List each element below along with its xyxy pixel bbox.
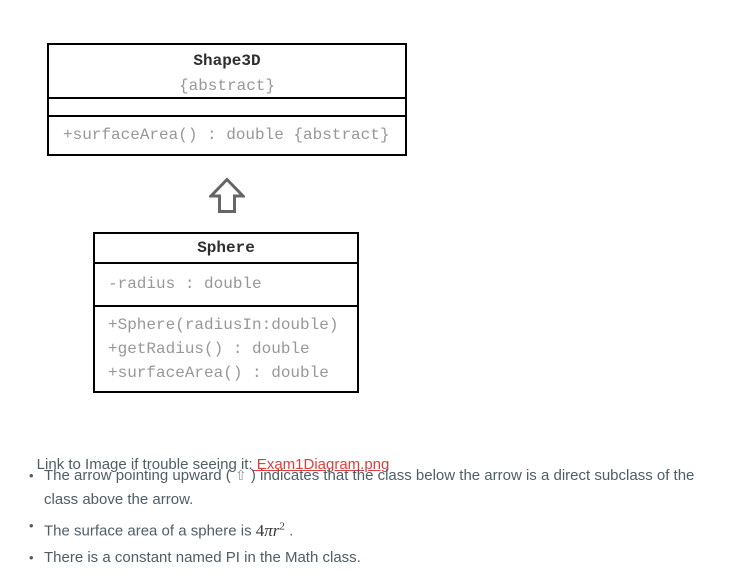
note-pi-text: There is a constant named PI in the Math… [44,548,361,566]
class-box-sphere: Sphere -radius : double +Sphere(radiusIn… [93,232,359,393]
note-surface-post-text: . [284,522,294,540]
shape3d-class-name: Shape3D [193,52,261,70]
sphere-methods-compartment: +Sphere(radiusIn:double) +getRadius() : … [95,307,357,391]
note-arrow-pre-text: The arrow pointing upward ( [44,467,235,484]
note-arrow-meaning: The arrow pointing upward ( ⇧ ) indicate… [20,464,712,512]
class-box-shape3d: Shape3D {abstract} +surfaceArea() : doub… [47,43,407,156]
sphere-class-name: Sphere [197,239,255,257]
up-arrow-glyph: ⇧ [234,468,247,484]
sphere-method-getradius: +getRadius() : double [108,340,310,358]
surface-area-formula: 4πr2 [255,520,285,540]
inheritance-up-arrow-icon [207,177,247,214]
formula-coefficient: 4 [255,520,265,540]
sphere-method-constructor: +Sphere(radiusIn:double) [108,316,339,334]
note-arrow-post-text: ) indicates that the class below the arr… [44,467,699,508]
sphere-attributes-compartment: -radius : double [95,264,357,307]
shape3d-abstract-stereotype: {abstract} [178,77,275,95]
shape3d-attributes-compartment-empty [49,99,405,117]
shape3d-method-surfacearea: +surfaceArea() : double {abstract} [63,126,390,144]
shape3d-title-compartment: Shape3D {abstract} [49,45,405,99]
notes-list: The arrow pointing upward ( ⇧ ) indicate… [20,464,712,572]
formula-exponent: 2 [279,520,285,532]
note-surface-pre-text: The surface area of a sphere is [44,522,256,540]
formula-variables: πr [264,520,280,540]
note-surface-area: The surface area of a sphere is 4πr2 . [20,514,712,544]
note-pi-constant: There is a constant named PI in the Math… [20,546,712,570]
shape3d-methods-compartment: +surfaceArea() : double {abstract} [49,117,405,154]
sphere-method-surfacearea: +surfaceArea() : double [108,364,329,382]
sphere-attribute-radius: -radius : double [108,275,262,293]
sphere-title-compartment: Sphere [95,234,357,264]
